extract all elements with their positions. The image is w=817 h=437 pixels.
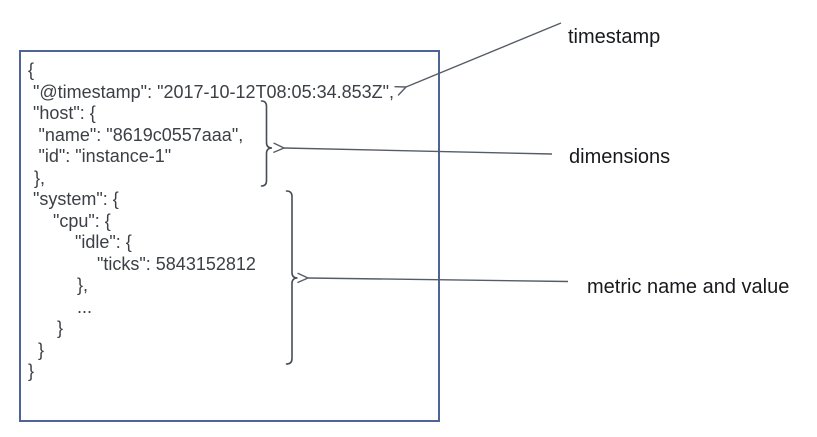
json-code-block: {"@timestamp": "2017-10-12T08:05:34.853Z…	[21, 60, 438, 383]
json-document-box: {"@timestamp": "2017-10-12T08:05:34.853Z…	[19, 50, 440, 422]
code-line: },	[77, 275, 89, 295]
code-line: {	[28, 60, 35, 80]
code-line: "cpu": {	[53, 210, 111, 231]
code-line: "system": {	[33, 189, 119, 209]
code-line: "idle": {	[75, 232, 132, 252]
label-metric: metric name and value	[587, 276, 790, 298]
label-timestamp: timestamp	[568, 26, 661, 48]
code-line: "ticks": 5843152812	[97, 253, 256, 274]
code-line: "host": {	[33, 103, 96, 123]
code-line: }	[38, 339, 45, 360]
code-line: "@timestamp": "2017-10-12T08:05:34.853Z"…	[33, 81, 395, 102]
code-line: "name": "8619c0557aaa",	[38, 124, 244, 145]
label-dimensions: dimensions	[569, 146, 671, 168]
code-line: ...	[77, 296, 93, 317]
code-line: }	[57, 318, 64, 338]
code-line: },	[34, 167, 46, 188]
code-line: }	[28, 361, 35, 381]
code-line: "id": "instance-1"	[38, 146, 172, 166]
